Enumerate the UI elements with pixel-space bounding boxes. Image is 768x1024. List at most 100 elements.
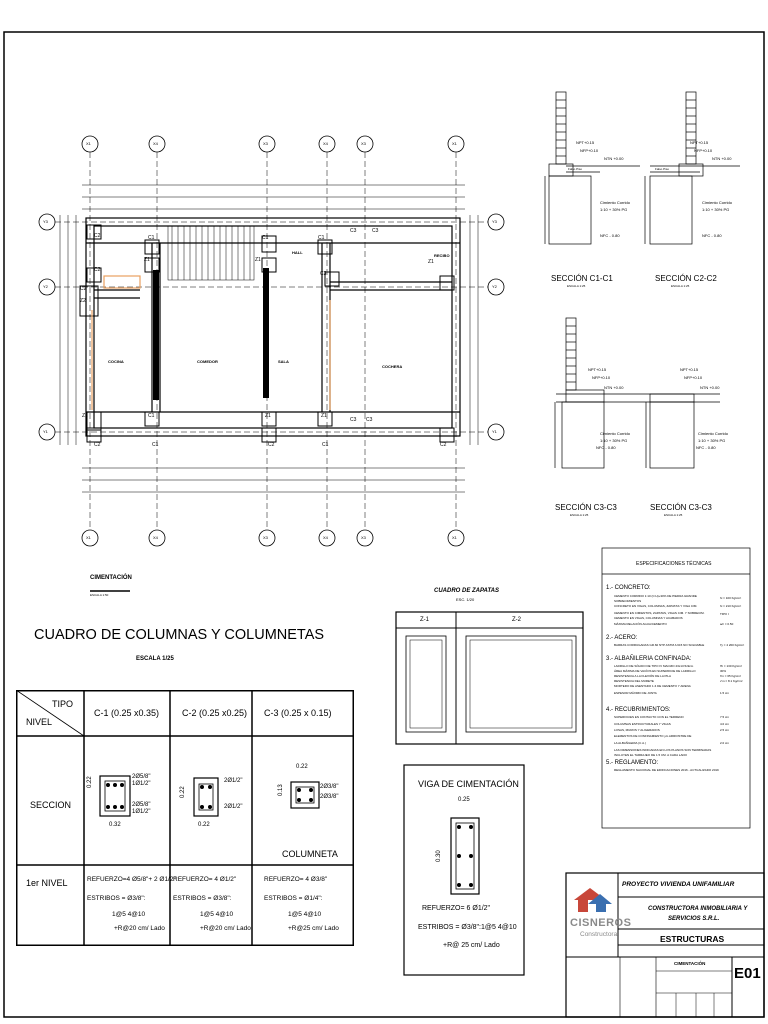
c1-bar: 1Ø1/2" (132, 781, 151, 787)
c1-bar: 2Ø5/8" (132, 802, 151, 808)
falso-label: Falso Piso (568, 167, 583, 171)
spec-block: LADRILLO DE SÓLIDO DE TIPO IV MACIZO 23x… (606, 665, 748, 707)
axis-label: X1 (86, 535, 91, 540)
column-tag: C2 (94, 233, 101, 239)
axis-label: Y2 (492, 284, 497, 289)
wall-sections (544, 91, 740, 469)
axis-label: X1 (86, 141, 91, 146)
c2-spacing: 1@5 4@10 (200, 911, 234, 918)
spec-line: SUPERFICIES EN CONTACTO CON EL TERRENO (614, 715, 684, 719)
column-tag: C3 (350, 417, 357, 423)
plan-title: CIMENTACIÓN (90, 575, 132, 581)
column-tag: C2 (80, 286, 87, 292)
section-title: SECCIÓN C1-C1 (551, 274, 613, 283)
column-tag: Z1 (82, 413, 88, 419)
spec-head: 5.- REGLAMENTO: (606, 760, 659, 766)
ntn-label: NTN +0.00 (604, 156, 624, 161)
nfp-label: NFP+0.10 (694, 148, 713, 153)
nfc-label: NFC - 0.80 (702, 233, 722, 238)
spec-line: LOSAS, MUROS Y ALIGERADOS (614, 728, 660, 732)
c3-estribos: ESTRIBOS = Ø1/4": (264, 895, 323, 902)
logo-name: CISNEROS (570, 917, 632, 929)
mix-label: 1:10 + 30% PG (600, 438, 628, 443)
column-tag: Z1 (255, 257, 261, 263)
column-sections (99, 775, 320, 817)
spec-line: MÁXIMA RELACIÓN AGUA/CEMENTO (614, 622, 667, 626)
viga-width: 0.25 (458, 797, 470, 803)
mix-label: 1:10 + 30% PG (702, 207, 730, 212)
c2-bar: 2Ø1/2" (224, 804, 243, 810)
spec-value: 30% (720, 669, 727, 673)
spec-line: SOBRECIMIENTOS (614, 599, 642, 603)
spec-value: 1.5 cm (720, 691, 730, 695)
c3-ref: REFUERZO= 4 Ø3/8" (264, 876, 328, 883)
column-tag: Z1 (144, 257, 150, 263)
type-c1: C-1 (0.25 x0.35) (94, 708, 160, 718)
room-label: SALA (278, 359, 289, 364)
mix-label: 1:10 + 30% PG (600, 207, 628, 212)
columns-table: TIPO NIVEL C-1 (0.25 x0.35) C-2 (0.25 x0… (16, 690, 354, 946)
zapatas-title: CUADRO DE ZAPATAS (434, 588, 499, 594)
spec-line: RESISTENCIA A LA FLEXIÓN DE LA PILA (614, 674, 672, 678)
nfc-label: NFC - 0.80 (596, 445, 616, 450)
spec-block: CEMENTO CORRIDO 1:10 (C:H)+30% DE PIEDRA… (606, 595, 748, 635)
axis-label: X4 (323, 535, 328, 540)
c1-ref: REFUERZO=4 Ø5/8"+ 2 Ø1/2" (87, 876, 176, 883)
ntn-label: NTN +0.00 (712, 156, 732, 161)
spec-value: fc = 100 Kg/cm² (720, 596, 742, 600)
section-title: SECCIÓN C3-C3 (650, 503, 712, 512)
section-scale: ESCALA 1:25 (664, 513, 683, 517)
c1-rest: +R@20 cm/ Lado (114, 925, 165, 932)
spec-line: REGLAMENTO NACIONAL DE EDIFICACIONES 201… (614, 768, 719, 772)
c3-height: 0.13 (278, 784, 284, 796)
spec-line: CEMENTO CORRIDO 1:10 (C:H)+30% DE PIEDRA… (614, 594, 697, 598)
column-tag: C2 (268, 442, 275, 448)
npt-label: NPT+0.15 (576, 140, 595, 145)
c2-width: 0.22 (198, 822, 210, 828)
spec-block: SUPERFICIES EN CONTACTO CON EL TERRENO C… (606, 716, 748, 760)
cimiento-label: Cimiento Corrido (698, 431, 729, 436)
spec-head: 1.- CONCRETO: (606, 585, 651, 591)
c1-spacing: 1@5 4@10 (112, 911, 146, 918)
npt-label: NPT+0.15 (690, 140, 709, 145)
spec-value: f'm = 65 Kg/cm² (720, 674, 741, 678)
row-section: SECCION (30, 800, 72, 810)
axis-label: Y2 (43, 284, 48, 289)
column-tag: C1 (148, 413, 155, 419)
titleblock-lines (565, 872, 765, 1018)
c1-width: 0.32 (109, 822, 121, 828)
axis-label: X3 (361, 535, 366, 540)
column-tag: C3 (320, 271, 327, 277)
column-tag: C3 (372, 228, 379, 234)
column-tag: Z1 (428, 259, 434, 265)
falso-label: Falso Piso (655, 167, 670, 171)
room-label: COCHERA (382, 364, 403, 369)
c2-ref: REFUERZO= 4 Ø1/2" (173, 876, 237, 883)
zapata-z2: Z-2 (512, 617, 521, 623)
nfc-label: NFC - 0.80 (600, 233, 620, 238)
logo-icon (574, 888, 612, 912)
spec-block: BARRAS CORRUGADAS GR.60 NTP ASTM A 615 N… (606, 644, 748, 656)
spec-line: CEMENTO EN CIMIENTOS, ZAPATAS, VIGAS CIM… (614, 611, 705, 615)
spec-head: 2.- ACERO: (606, 635, 638, 641)
nfp-label: NFP+0.10 (580, 148, 599, 153)
column-tag: C1 (262, 235, 269, 241)
c3-bar: 2Ø3/8" (320, 784, 339, 790)
axis-label: X4 (153, 535, 158, 540)
axis-label: Y3 (43, 219, 48, 224)
c2-estribos: ESTRIBOS = Ø3/8": (173, 895, 232, 902)
zapatas-scale: ESC. 1/20 (456, 597, 475, 602)
cimiento-label: Cimiento Corrido (702, 200, 733, 205)
column-tag: C1 (148, 235, 155, 241)
spec-value: v'm = 8.1 Kg/cm² (720, 679, 743, 683)
nfc-label: NFC - 0.80 (696, 445, 716, 450)
nfp-label: NFP+0.10 (684, 375, 703, 380)
room-label: COMEDOR (197, 359, 218, 364)
spec-line: CEMENTO EN VIGAS, COLUMNAS Y ACABADOS (614, 616, 683, 620)
spec-value: TIPO I (720, 612, 729, 616)
type-c2: C-2 (0.25 x0.25) (182, 708, 248, 718)
column-tag: C3 (366, 417, 373, 423)
spec-line: ÁREA MÁXIMA DE VACÍOS EN SUPERFICIE DE L… (614, 669, 696, 673)
spec-line: RESISTENCIA DEL MURETE (614, 679, 654, 683)
